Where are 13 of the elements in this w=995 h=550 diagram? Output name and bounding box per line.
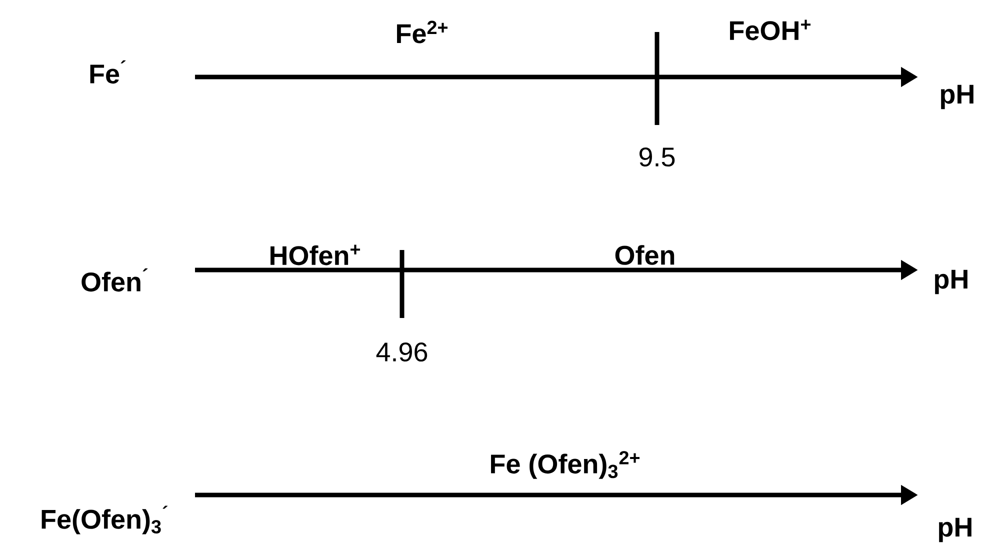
tick-label: 4.96 [376,342,428,362]
axis-label: pH [939,518,972,542]
axis-label: pH [941,84,974,110]
species-label: Fe$^{2+}$ [397,20,448,44]
tick-label: 9.5 [640,147,675,167]
species-label: FeOH$^{+}$ [730,20,811,40]
species-label: HOfen$^{+}$ [270,244,360,266]
axis-title: Fe$^{´}$ [90,60,126,84]
axis-label: pH [935,270,968,294]
axis-title: Ofen$^{´}$ [82,268,148,292]
axis-title: Fe(Ofen)$_{3}$´ [42,506,168,534]
species-label: Fe (Ofen)$_{3}$2+ [491,451,640,479]
species-label: Ofen [615,245,674,265]
